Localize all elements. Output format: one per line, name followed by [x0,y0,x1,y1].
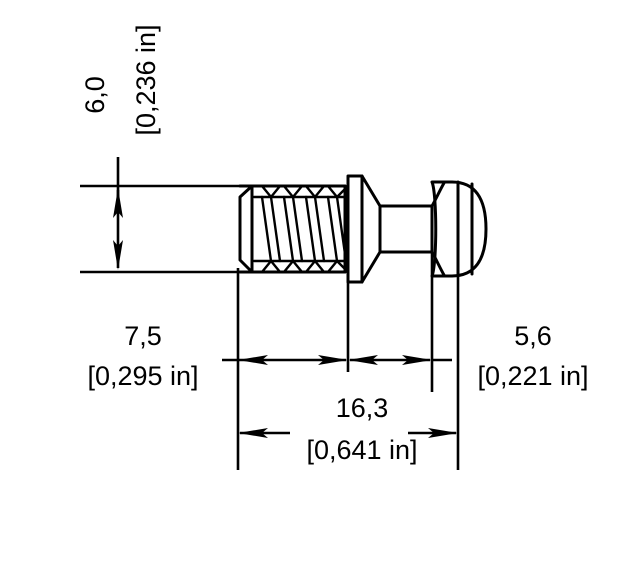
thread-helix-lines [260,195,347,263]
thread-length-arrow-right [318,355,348,365]
diameter-arrow-down [113,240,123,270]
diameter-arrow-up [113,188,123,218]
diameter-metric-label: 6,0 [80,76,110,114]
flange-disc-outline [346,174,364,284]
overall-length-dimension-group: 16,3 [0,641 in] [238,393,458,465]
thread-length-arrow-left [238,355,268,365]
head-neck-blend-top [430,181,446,208]
thread-length-dimension-group: 7,5 [0,295 in] [87,321,348,391]
screw-part-geometry [238,174,488,284]
head-length-imperial-label: [0,221 in] [477,361,588,391]
head-length-metric-label: 5,6 [514,321,552,351]
horizontal-extension-lines [236,176,460,470]
thread-length-imperial-label: [0,295 in] [87,361,198,391]
overall-length-metric-label: 16,3 [336,393,389,423]
head-length-arrow-left [348,355,378,365]
diameter-imperial-label: [0,236 in] [131,24,161,135]
diameter-dimension-group: 6,0 [0,236 in] [80,24,268,274]
flange-cone-transition [360,174,382,284]
overall-length-arrow-right [428,428,458,438]
head-length-arrow-right [402,355,432,365]
thread-length-metric-label: 7,5 [124,321,162,351]
overall-length-imperial-label: [0,641 in] [306,435,417,465]
overall-length-arrow-left [238,428,268,438]
neck-cylinder-outline [378,204,434,254]
head-length-dimension-group: 5,6 [0,221 in] [348,321,589,391]
